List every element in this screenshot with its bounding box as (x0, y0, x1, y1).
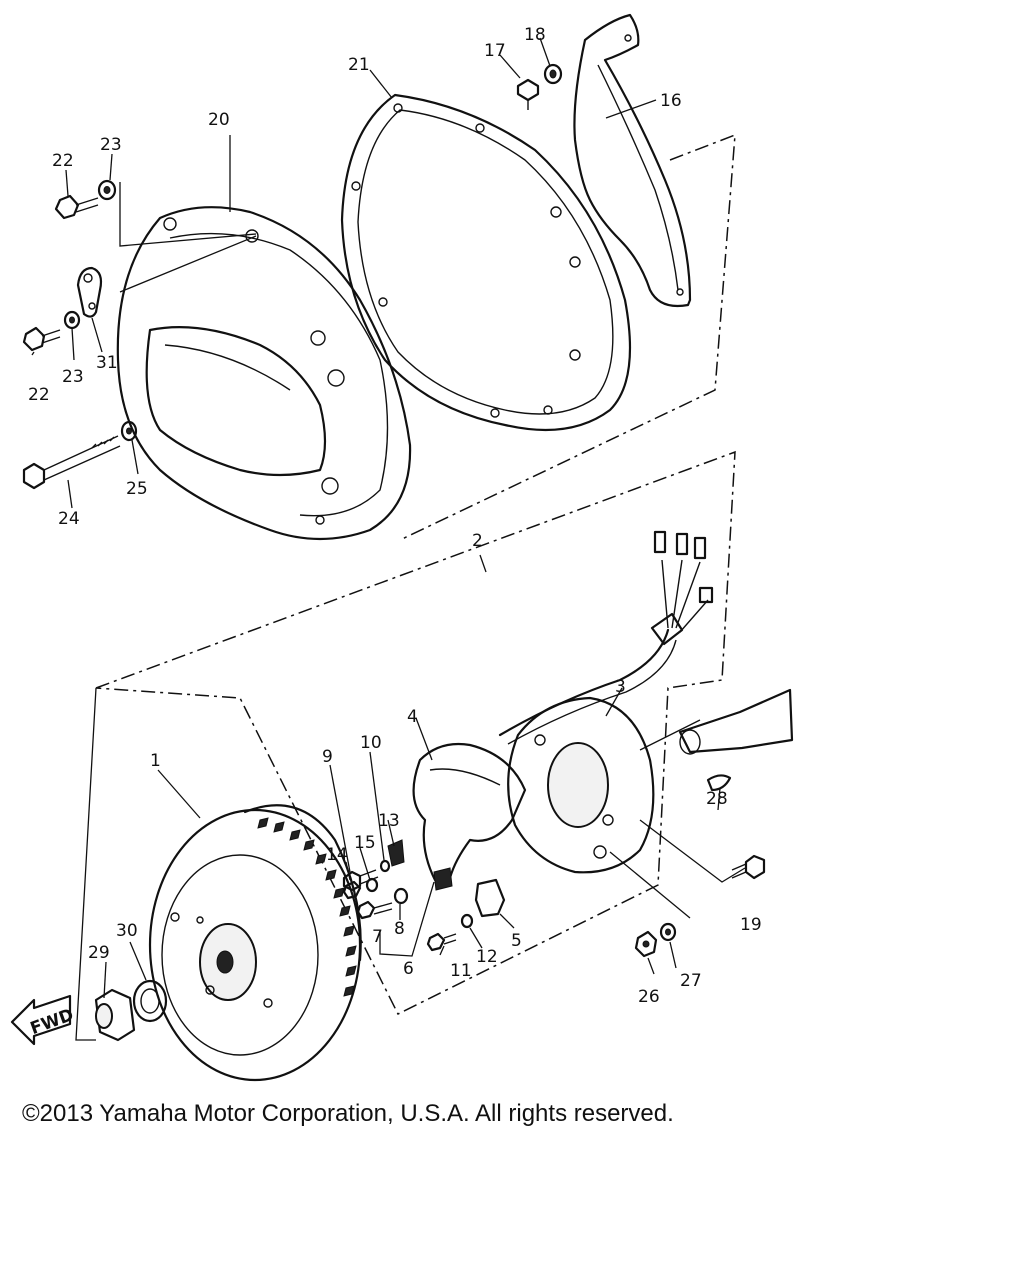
flywheel-nut-29 (94, 988, 136, 1042)
callout-23-bottom: 23 (62, 367, 84, 387)
callout-22-bottom: 22 (28, 385, 50, 405)
callout-13: 13 (378, 811, 400, 831)
crankshaft-end (678, 688, 794, 755)
washer-10 (379, 859, 391, 873)
fwd-label: FWD (28, 1005, 77, 1039)
spring-13 (387, 839, 405, 867)
callout-12: 12 (476, 947, 498, 967)
callout-6: 6 (403, 959, 414, 979)
fwd-arrow-icon: FWD (10, 994, 77, 1046)
woodruff-key-28 (706, 774, 732, 792)
callout-2: 2 (472, 531, 483, 551)
washer-15 (365, 877, 379, 893)
cover-gasket (340, 93, 632, 432)
screw-14 (342, 880, 362, 900)
callout-20: 20 (208, 110, 230, 130)
bolt-22-bottom (22, 326, 61, 352)
callout-9: 9 (322, 747, 333, 767)
callout-14: 14 (326, 845, 348, 865)
stator-base (507, 696, 655, 874)
washer-23-top (97, 179, 117, 201)
callout-10: 10 (360, 733, 382, 753)
callout-28: 28 (706, 789, 728, 809)
leader-lines (31, 37, 746, 1041)
washer-23-bottom (63, 310, 81, 330)
callout-11: 11 (450, 961, 472, 981)
callout-3: 3 (615, 677, 626, 697)
callout-19: 19 (740, 915, 762, 935)
washer-27 (659, 922, 677, 942)
callout-15: 15 (354, 833, 376, 853)
exploded-parts-diagram: FWD (10, 13, 794, 1082)
nut-26 (634, 930, 658, 958)
callout-22-top: 22 (52, 151, 74, 171)
callout-4: 4 (407, 707, 418, 727)
bolt-22-top (54, 194, 99, 220)
callout-1: 1 (150, 751, 161, 771)
bolt-17 (516, 78, 540, 110)
flywheel-cover (116, 206, 412, 541)
washer-30 (132, 979, 168, 1023)
screw-11 (426, 932, 457, 952)
callout-17: 17 (484, 41, 506, 61)
screw-7 (356, 900, 393, 920)
washer-25 (120, 420, 138, 442)
assembly-boundary (95, 450, 736, 1016)
callout-18: 18 (524, 25, 546, 45)
flywheel (148, 804, 362, 1082)
callout-5: 5 (511, 931, 522, 951)
washer-8 (393, 887, 409, 905)
callout-16: 16 (660, 91, 682, 111)
copyright-notice: ©2013 Yamaha Motor Corporation, U.S.A. A… (22, 1100, 674, 1127)
screw-19 (731, 854, 766, 880)
washer-18 (543, 63, 563, 85)
callout-labels: 1 2 3 4 5 6 7 8 9 10 11 12 13 14 15 16 1… (28, 25, 762, 1007)
guard-plate (573, 13, 692, 308)
callout-29: 29 (88, 943, 110, 963)
callout-8: 8 (394, 919, 405, 939)
charge-coil-4 (412, 742, 527, 891)
bracket-5 (474, 878, 506, 918)
callout-23-top: 23 (100, 135, 122, 155)
ring-gear-teeth (257, 817, 357, 997)
wire-harness (498, 530, 714, 745)
callout-27: 27 (680, 971, 702, 991)
callout-7: 7 (372, 927, 383, 947)
long-bolt-24 (22, 435, 121, 490)
clamp-31 (76, 266, 103, 318)
washer-12 (460, 913, 474, 929)
callout-26: 26 (638, 987, 660, 1007)
callout-31: 31 (96, 353, 118, 373)
callout-21: 21 (348, 55, 370, 75)
callout-30: 30 (116, 921, 138, 941)
cover-boundary (399, 133, 736, 541)
callout-24: 24 (58, 509, 80, 529)
callout-25: 25 (126, 479, 148, 499)
